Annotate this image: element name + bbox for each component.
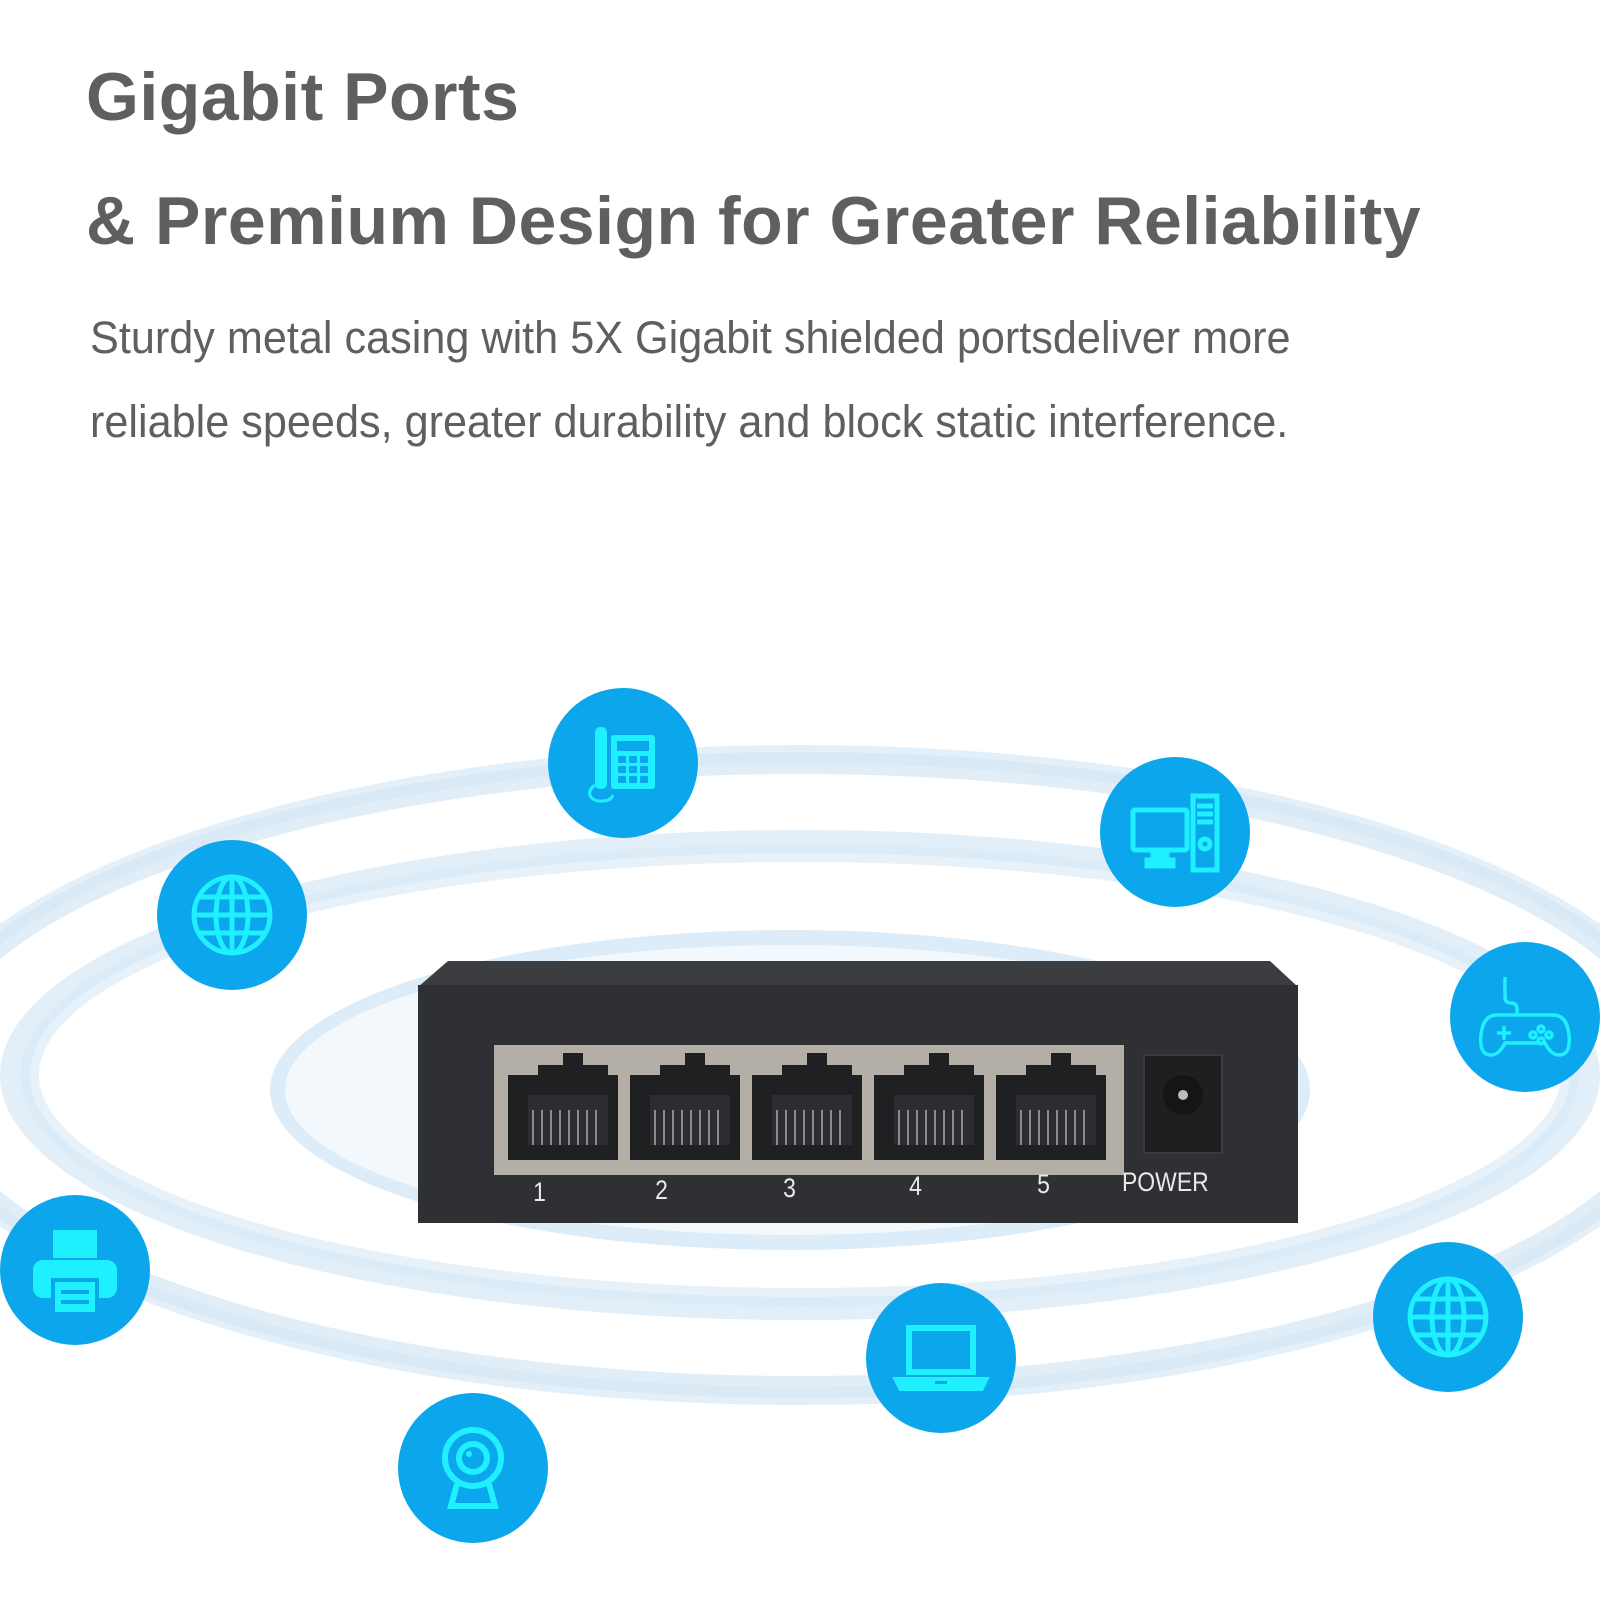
desk-phone-icon [548, 688, 698, 838]
printer-icon [0, 1195, 150, 1345]
desktop-computer-icon [1100, 757, 1250, 907]
port-4 [874, 1053, 984, 1160]
game-controller-icon [1450, 942, 1600, 1092]
port-label-4: 4 [909, 1171, 922, 1201]
webcam-icon [398, 1393, 548, 1543]
port-label-2: 2 [655, 1175, 668, 1205]
port-label-3: 3 [783, 1173, 796, 1203]
description-line-2: reliable speeds, greater durability and … [90, 396, 1289, 447]
headline-line-2: & Premium Design for Greater Reliability [86, 183, 1422, 259]
globe-icon [1373, 1242, 1523, 1392]
port-label-5: 5 [1037, 1169, 1050, 1199]
headline-line-1: Gigabit Ports [86, 59, 520, 135]
power-label: POWER [1122, 1167, 1209, 1197]
network-switch [418, 961, 1298, 1223]
port-label-1: 1 [533, 1177, 546, 1207]
globe-icon [157, 840, 307, 990]
description-line-1: Sturdy metal casing with 5X Gigabit shie… [90, 312, 1291, 363]
laptop-icon [866, 1283, 1016, 1433]
